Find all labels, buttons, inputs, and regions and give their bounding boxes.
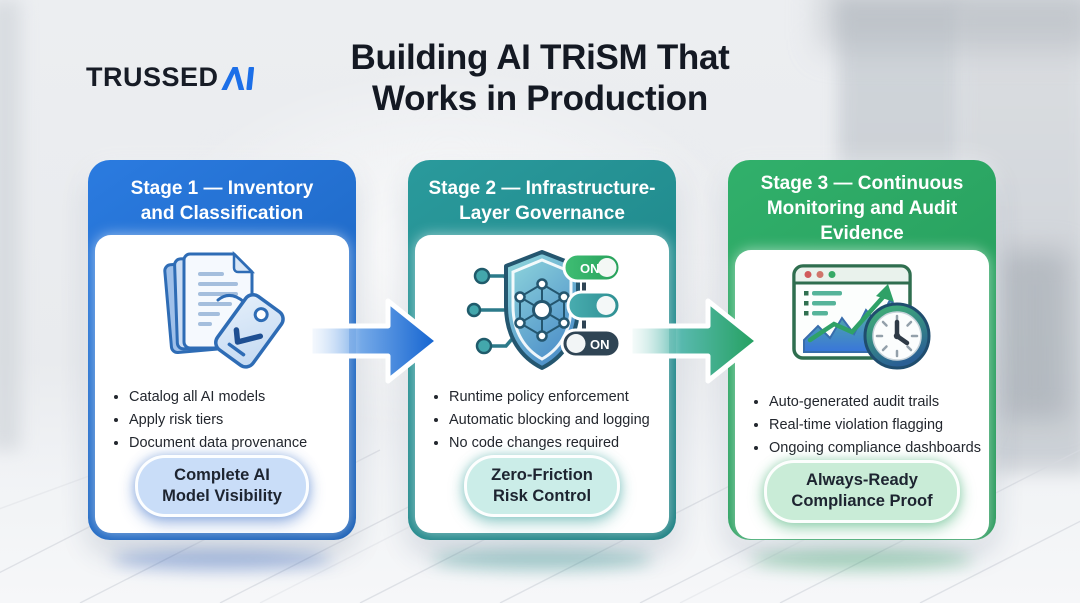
page-title-line2: Works in Production bbox=[372, 78, 708, 118]
stage-2-body: ON ON Runtime p bbox=[415, 234, 669, 533]
stage-3-bullet-list: Auto-generated audit trails Real-time vi… bbox=[751, 390, 983, 460]
bullet-item: Catalog all AI models bbox=[129, 386, 343, 408]
stage-3-body: Auto-generated audit trails Real-time vi… bbox=[735, 250, 989, 539]
svg-text:ON: ON bbox=[580, 261, 600, 276]
dashboard-clock-icon bbox=[792, 264, 931, 370]
brand-logo: TRUSSED bbox=[86, 62, 257, 93]
badge-line1: Zero-Friction bbox=[491, 465, 593, 484]
stage-3-header-label: Stage 3 — Continuous Monitoring and Audi… bbox=[760, 173, 964, 245]
stage-2-header-label: Stage 2 — Infrastructure-Layer Governanc… bbox=[428, 177, 656, 224]
office-blur-shape bbox=[1000, 250, 1070, 420]
bullet-item: Ongoing compliance dashboards bbox=[769, 437, 983, 459]
stage-2-icon-wrap: ON ON bbox=[415, 243, 669, 375]
card-shadow-glow bbox=[432, 548, 652, 570]
stage-1-outcome-badge: Complete AI Model Visibility bbox=[135, 454, 309, 517]
stage-1-icon-wrap bbox=[95, 243, 349, 375]
documents-tag-icon bbox=[163, 250, 285, 369]
badge-line2: Model Visibility bbox=[162, 486, 282, 505]
bullet-item: Auto-generated audit trails bbox=[769, 391, 983, 413]
stage-2-card: Stage 2 — Infrastructure-Layer Governanc… bbox=[408, 160, 676, 540]
bullet-item: Automatic blocking and logging bbox=[449, 409, 663, 431]
bullet-item: Apply risk tiers bbox=[129, 409, 343, 431]
brand-logo-text: TRUSSED bbox=[86, 62, 219, 92]
stage-1-bullet-list: Catalog all AI models Apply risk tiers D… bbox=[111, 385, 343, 455]
stage-1-body: Catalog all AI models Apply risk tiers D… bbox=[95, 234, 349, 533]
toggle-on-green: ON bbox=[562, 252, 622, 283]
toggle-on-dark: ON bbox=[560, 328, 622, 359]
arrow-stage1-to-stage2-icon bbox=[310, 298, 441, 384]
bullet-item: No code changes required bbox=[449, 432, 663, 454]
badge-line1: Always-Ready bbox=[806, 471, 918, 490]
svg-text:ON: ON bbox=[590, 337, 610, 352]
card-shadow-glow bbox=[752, 548, 972, 570]
arrow-stage2-to-stage3-icon bbox=[630, 298, 761, 384]
stage-3-outcome-badge: Always-Ready Compliance Proof bbox=[764, 460, 960, 523]
stage-3-card: Stage 3 — Continuous Monitoring and Audi… bbox=[728, 160, 996, 540]
stage-3-header: Stage 3 — Continuous Monitoring and Audi… bbox=[735, 167, 989, 250]
stage-2-bullet-list: Runtime policy enforcement Automatic blo… bbox=[431, 385, 663, 455]
page-title: Building AI TRiSM That Works in Producti… bbox=[0, 38, 1080, 120]
stage-2-outcome-badge: Zero-Friction Risk Control bbox=[464, 454, 620, 517]
bullet-item: Runtime policy enforcement bbox=[449, 386, 663, 408]
badge-line1: Complete AI bbox=[174, 465, 270, 484]
badge-line2: Compliance Proof bbox=[791, 492, 933, 511]
stage-2-header: Stage 2 — Infrastructure-Layer Governanc… bbox=[415, 167, 669, 235]
shield-network-toggles-icon: ON ON bbox=[466, 249, 622, 370]
stage-3-icon-wrap bbox=[735, 258, 989, 380]
stage-1-header-label: Stage 1 — Inventory and Classification bbox=[130, 177, 314, 224]
bullet-item: Real-time violation flagging bbox=[769, 414, 983, 436]
toggle-teal bbox=[566, 290, 622, 321]
stage-1-header: Stage 1 — Inventory and Classification bbox=[95, 167, 349, 235]
badge-line2: Risk Control bbox=[492, 486, 592, 505]
bullet-item: Document data provenance bbox=[129, 432, 343, 454]
card-shadow-glow bbox=[112, 548, 332, 570]
brand-logo-ai-mark-icon bbox=[220, 66, 254, 90]
page-title-line1: Building AI TRiSM That bbox=[350, 38, 730, 77]
